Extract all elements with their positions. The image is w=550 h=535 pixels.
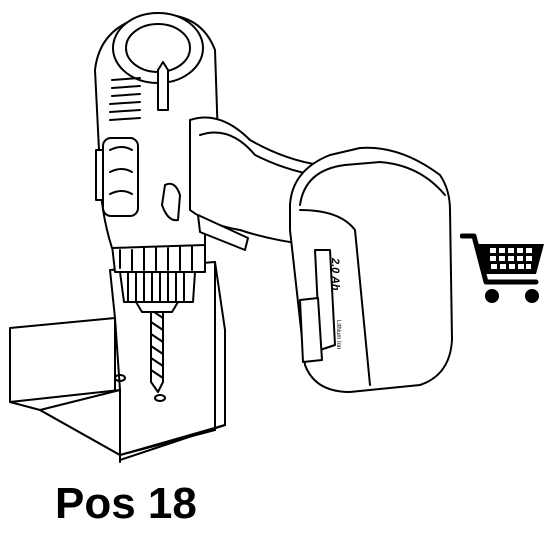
position-label: Pos 18 bbox=[55, 479, 197, 528]
battery-chemistry-text: Lithium Ion bbox=[335, 320, 341, 349]
shopping-cart-icon[interactable] bbox=[460, 230, 548, 308]
battery-pack bbox=[289, 146, 453, 393]
drill-chuck bbox=[111, 239, 206, 313]
bracket-workpiece bbox=[9, 261, 226, 463]
drill-bit bbox=[150, 297, 164, 393]
cordless-drill-icon: 2.0 Ah Lithium Ion bbox=[9, 12, 453, 463]
drill-body bbox=[94, 12, 219, 249]
battery-capacity-text: 2.0 Ah bbox=[329, 257, 341, 291]
